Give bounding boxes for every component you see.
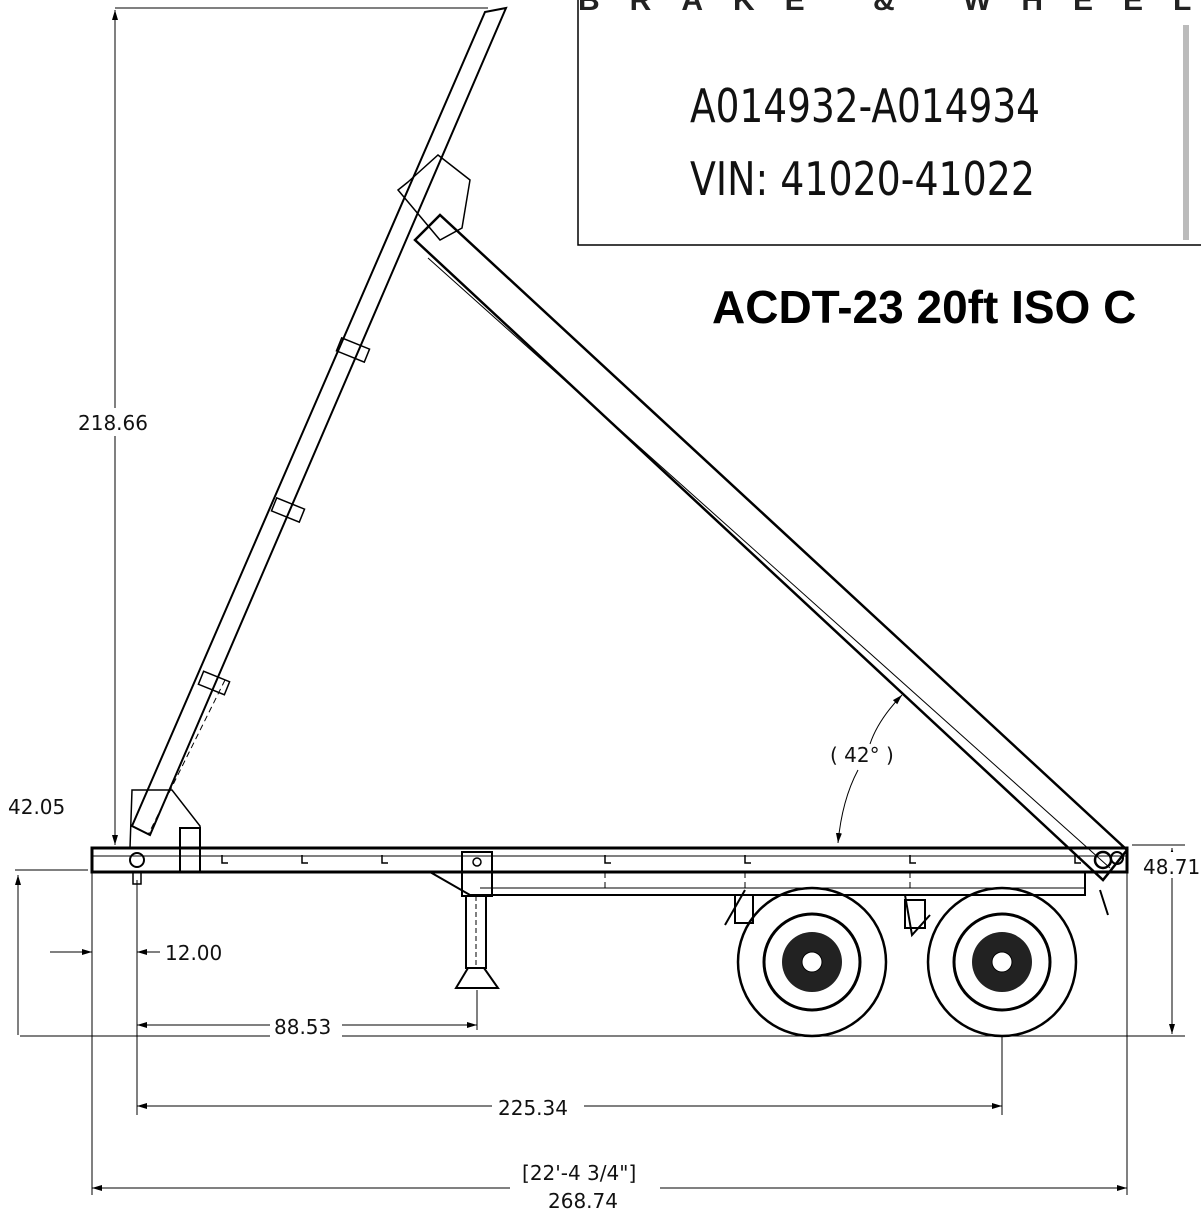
dim-frame-height: 42.05	[8, 795, 65, 819]
brand-text: BRAKE & WHEEL	[578, 0, 1201, 17]
trailer-frame	[90, 827, 1129, 896]
dim-overall-length-imperial: [22'-4 3/4"]	[522, 1161, 636, 1185]
drawing-title: ACDT-23 20ft ISO C	[712, 281, 1136, 333]
lift-arm	[413, 213, 1129, 882]
hydraulic-cylinder	[129, 6, 508, 849]
vin-range-text: VIN: 41020-41022	[690, 152, 1035, 206]
dim-kingpin-setback: 12.00	[165, 941, 222, 965]
dim-axle-spacing: 225.34	[498, 1096, 568, 1120]
dimensions: 218.66 42.05 12.00 88.53 225.34 [22'-4 3…	[8, 7, 1201, 1214]
model-range-text: A014932-A014934	[690, 79, 1040, 133]
title-block: BRAKE & WHEEL A014932-A014934 VIN: 41020…	[577, 0, 1201, 246]
dim-overall-length: 268.74	[548, 1189, 618, 1213]
dim-angle: ( 42° )	[830, 743, 894, 767]
rear-wheels	[724, 886, 1109, 1038]
dim-landing-gear: 88.53	[274, 1015, 331, 1039]
dim-deck-height: 48.71	[1143, 855, 1200, 879]
landing-gear	[454, 851, 500, 989]
dim-overall-height: 218.66	[78, 411, 148, 435]
